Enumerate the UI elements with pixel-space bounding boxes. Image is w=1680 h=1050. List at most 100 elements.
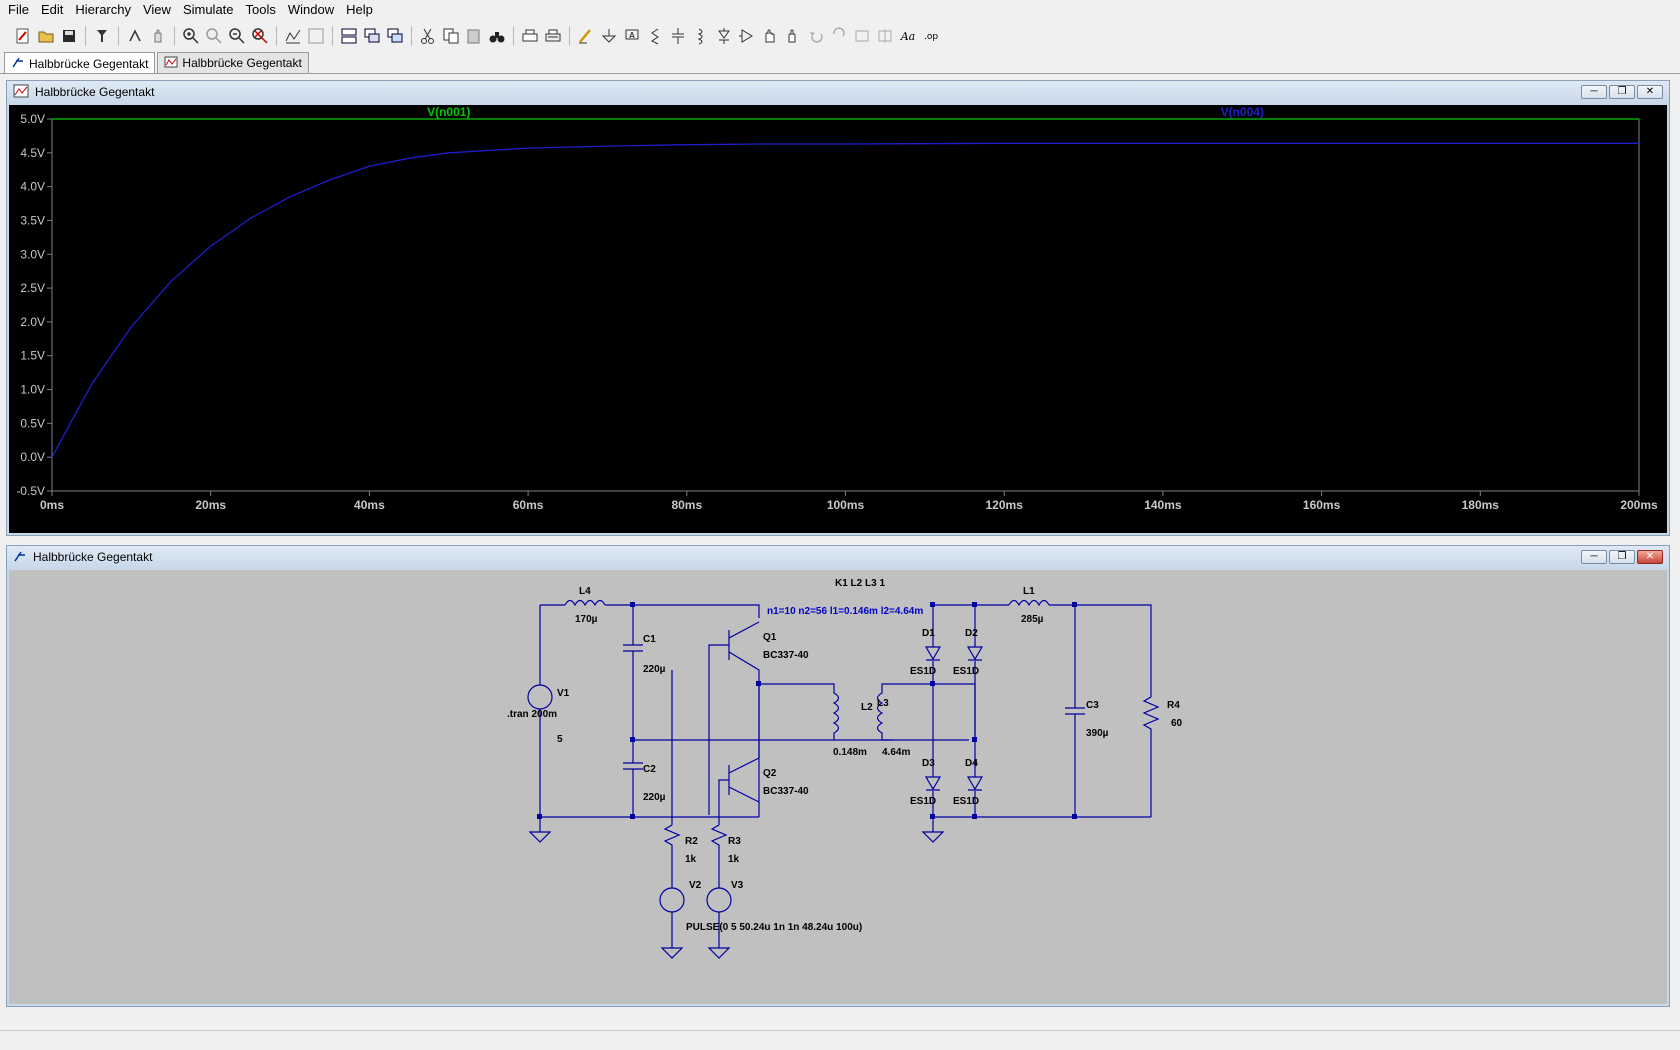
pan-icon[interactable] xyxy=(203,25,225,47)
d3-value: ES1D xyxy=(910,796,936,807)
rotate-icon[interactable] xyxy=(851,25,873,47)
menu-simulate[interactable]: Simulate xyxy=(182,2,234,17)
menu-help[interactable]: Help xyxy=(346,2,373,17)
paste-icon[interactable] xyxy=(463,25,485,47)
svg-text:A: A xyxy=(629,31,635,40)
waveform-window-titlebar[interactable]: Halbbrücke Gegentakt xyxy=(7,81,1669,103)
open-folder-icon[interactable] xyxy=(35,25,57,47)
cut-icon[interactable] xyxy=(417,25,439,47)
halt-icon[interactable] xyxy=(147,25,169,47)
x-tick-label: 180ms xyxy=(1462,498,1500,512)
grid-icon[interactable] xyxy=(305,25,327,47)
minimize-button[interactable]: ─ xyxy=(1581,550,1607,564)
save-icon[interactable] xyxy=(58,25,80,47)
y-tick-label: 4.0V xyxy=(20,180,45,194)
mirror-icon[interactable] xyxy=(874,25,896,47)
x-tick-label: 80ms xyxy=(671,498,702,512)
d2-value: ES1D xyxy=(953,666,979,677)
schematic-canvas[interactable]: K1 L2 L3 1 L4 170µ L1 285µ C1 220µ C2 22… xyxy=(9,570,1667,1004)
tab-waveform[interactable]: Halbbrücke Gegentakt xyxy=(157,52,309,73)
l3-value: 4.64m xyxy=(882,747,910,758)
restore-button[interactable]: ❐ xyxy=(1609,85,1635,99)
draw-wire-icon[interactable] xyxy=(575,25,597,47)
l4-label: L4 xyxy=(579,586,591,597)
print-icon[interactable] xyxy=(542,25,564,47)
redo-icon[interactable] xyxy=(828,25,850,47)
menu-edit[interactable]: Edit xyxy=(40,2,64,17)
schematic-window-title: Halbbrücke Gegentakt xyxy=(33,550,153,564)
svg-text:Aa: Aa xyxy=(900,30,916,43)
r4-label: R4 xyxy=(1167,700,1180,711)
text-icon[interactable]: Aa xyxy=(897,25,919,47)
y-tick-label: 3.0V xyxy=(20,247,45,261)
tran-directive[interactable]: .tran 200m xyxy=(507,709,557,720)
inductor-icon[interactable] xyxy=(690,25,712,47)
x-tick-label: 200ms xyxy=(1620,498,1658,512)
l1-label: L1 xyxy=(1023,586,1035,597)
autorange-icon[interactable] xyxy=(282,25,304,47)
close-button[interactable]: ✕ xyxy=(1637,85,1663,99)
move-icon[interactable] xyxy=(759,25,781,47)
r2-label: R2 xyxy=(685,836,698,847)
label-net-icon[interactable]: A xyxy=(621,25,643,47)
r3-label: R3 xyxy=(728,836,741,847)
ground-icon[interactable] xyxy=(598,25,620,47)
d2-label: D2 xyxy=(965,628,978,639)
v1-source xyxy=(527,684,553,710)
new-schematic-icon[interactable] xyxy=(12,25,34,47)
r3-value: 1k xyxy=(728,854,740,865)
tile-horizontal-icon[interactable] xyxy=(338,25,360,47)
run-icon[interactable] xyxy=(124,25,146,47)
spice-directive-icon[interactable]: .op xyxy=(920,25,942,47)
copy-icon[interactable] xyxy=(440,25,462,47)
toolbar: A Aa .op xyxy=(0,22,1680,50)
q2-label: Q2 xyxy=(763,768,777,779)
x-tick-label: 20ms xyxy=(195,498,226,512)
component-icon[interactable] xyxy=(736,25,758,47)
diode-icon[interactable] xyxy=(713,25,735,47)
d4-label: D4 xyxy=(965,758,978,769)
zoom-fit-icon[interactable] xyxy=(249,25,271,47)
minimize-button[interactable]: ─ xyxy=(1581,85,1607,99)
trace-vn004[interactable] xyxy=(51,142,1639,458)
v1-value: 5 xyxy=(557,734,563,745)
waveform-window-title: Halbbrücke Gegentakt xyxy=(35,85,155,99)
q1-label: Q1 xyxy=(763,632,777,643)
waveform-plot[interactable]: 5.0V4.5V4.0V3.5V3.0V2.5V2.0V1.5V1.0V0.5V… xyxy=(9,105,1669,535)
undo-icon[interactable] xyxy=(805,25,827,47)
menu-hierarchy[interactable]: Hierarchy xyxy=(75,2,131,17)
find-icon[interactable] xyxy=(486,25,508,47)
transformer-params[interactable]: n1=10 n2=56 l1=0.146m l2=4.64m xyxy=(767,606,923,617)
print-setup-icon[interactable] xyxy=(519,25,541,47)
drag-icon[interactable] xyxy=(782,25,804,47)
menu-window[interactable]: Window xyxy=(287,2,335,17)
tab-schematic[interactable]: Halbbrücke Gegentakt xyxy=(4,52,156,74)
trace-label-vn001[interactable]: V(n001) xyxy=(427,105,470,119)
y-tick-label: 0.0V xyxy=(20,450,45,464)
close-button[interactable]: ✕ xyxy=(1637,550,1663,564)
menu-view[interactable]: View xyxy=(142,2,171,17)
close-all-icon[interactable] xyxy=(384,25,406,47)
y-tick-label: 1.5V xyxy=(20,349,45,363)
circuit-diagram[interactable]: K1 L2 L3 1 L4 170µ L1 285µ C1 220µ C2 22… xyxy=(9,570,1669,1006)
zoom-out-icon[interactable] xyxy=(226,25,248,47)
plot-frame xyxy=(51,118,1640,492)
menu-tools[interactable]: Tools xyxy=(245,2,276,17)
schematic-icon xyxy=(13,549,27,566)
d1-label: D1 xyxy=(922,628,935,639)
menu-file[interactable]: File xyxy=(8,2,29,17)
zoom-in-icon[interactable] xyxy=(180,25,202,47)
c1-label: C1 xyxy=(643,634,656,645)
tab-label: Halbbrücke Gegentakt xyxy=(182,56,302,70)
schematic-window-titlebar[interactable]: Halbbrücke Gegentakt xyxy=(7,546,1669,568)
control-panel-icon[interactable] xyxy=(91,25,113,47)
resistor-icon[interactable] xyxy=(644,25,666,47)
cascade-icon[interactable] xyxy=(361,25,383,47)
capacitor-icon[interactable] xyxy=(667,25,689,47)
k-directive[interactable]: K1 L2 L3 1 xyxy=(835,578,885,589)
restore-button[interactable]: ❐ xyxy=(1609,550,1635,564)
c2-label: C2 xyxy=(643,764,656,775)
trace-label-vn004[interactable]: V(n004) xyxy=(1221,105,1264,119)
